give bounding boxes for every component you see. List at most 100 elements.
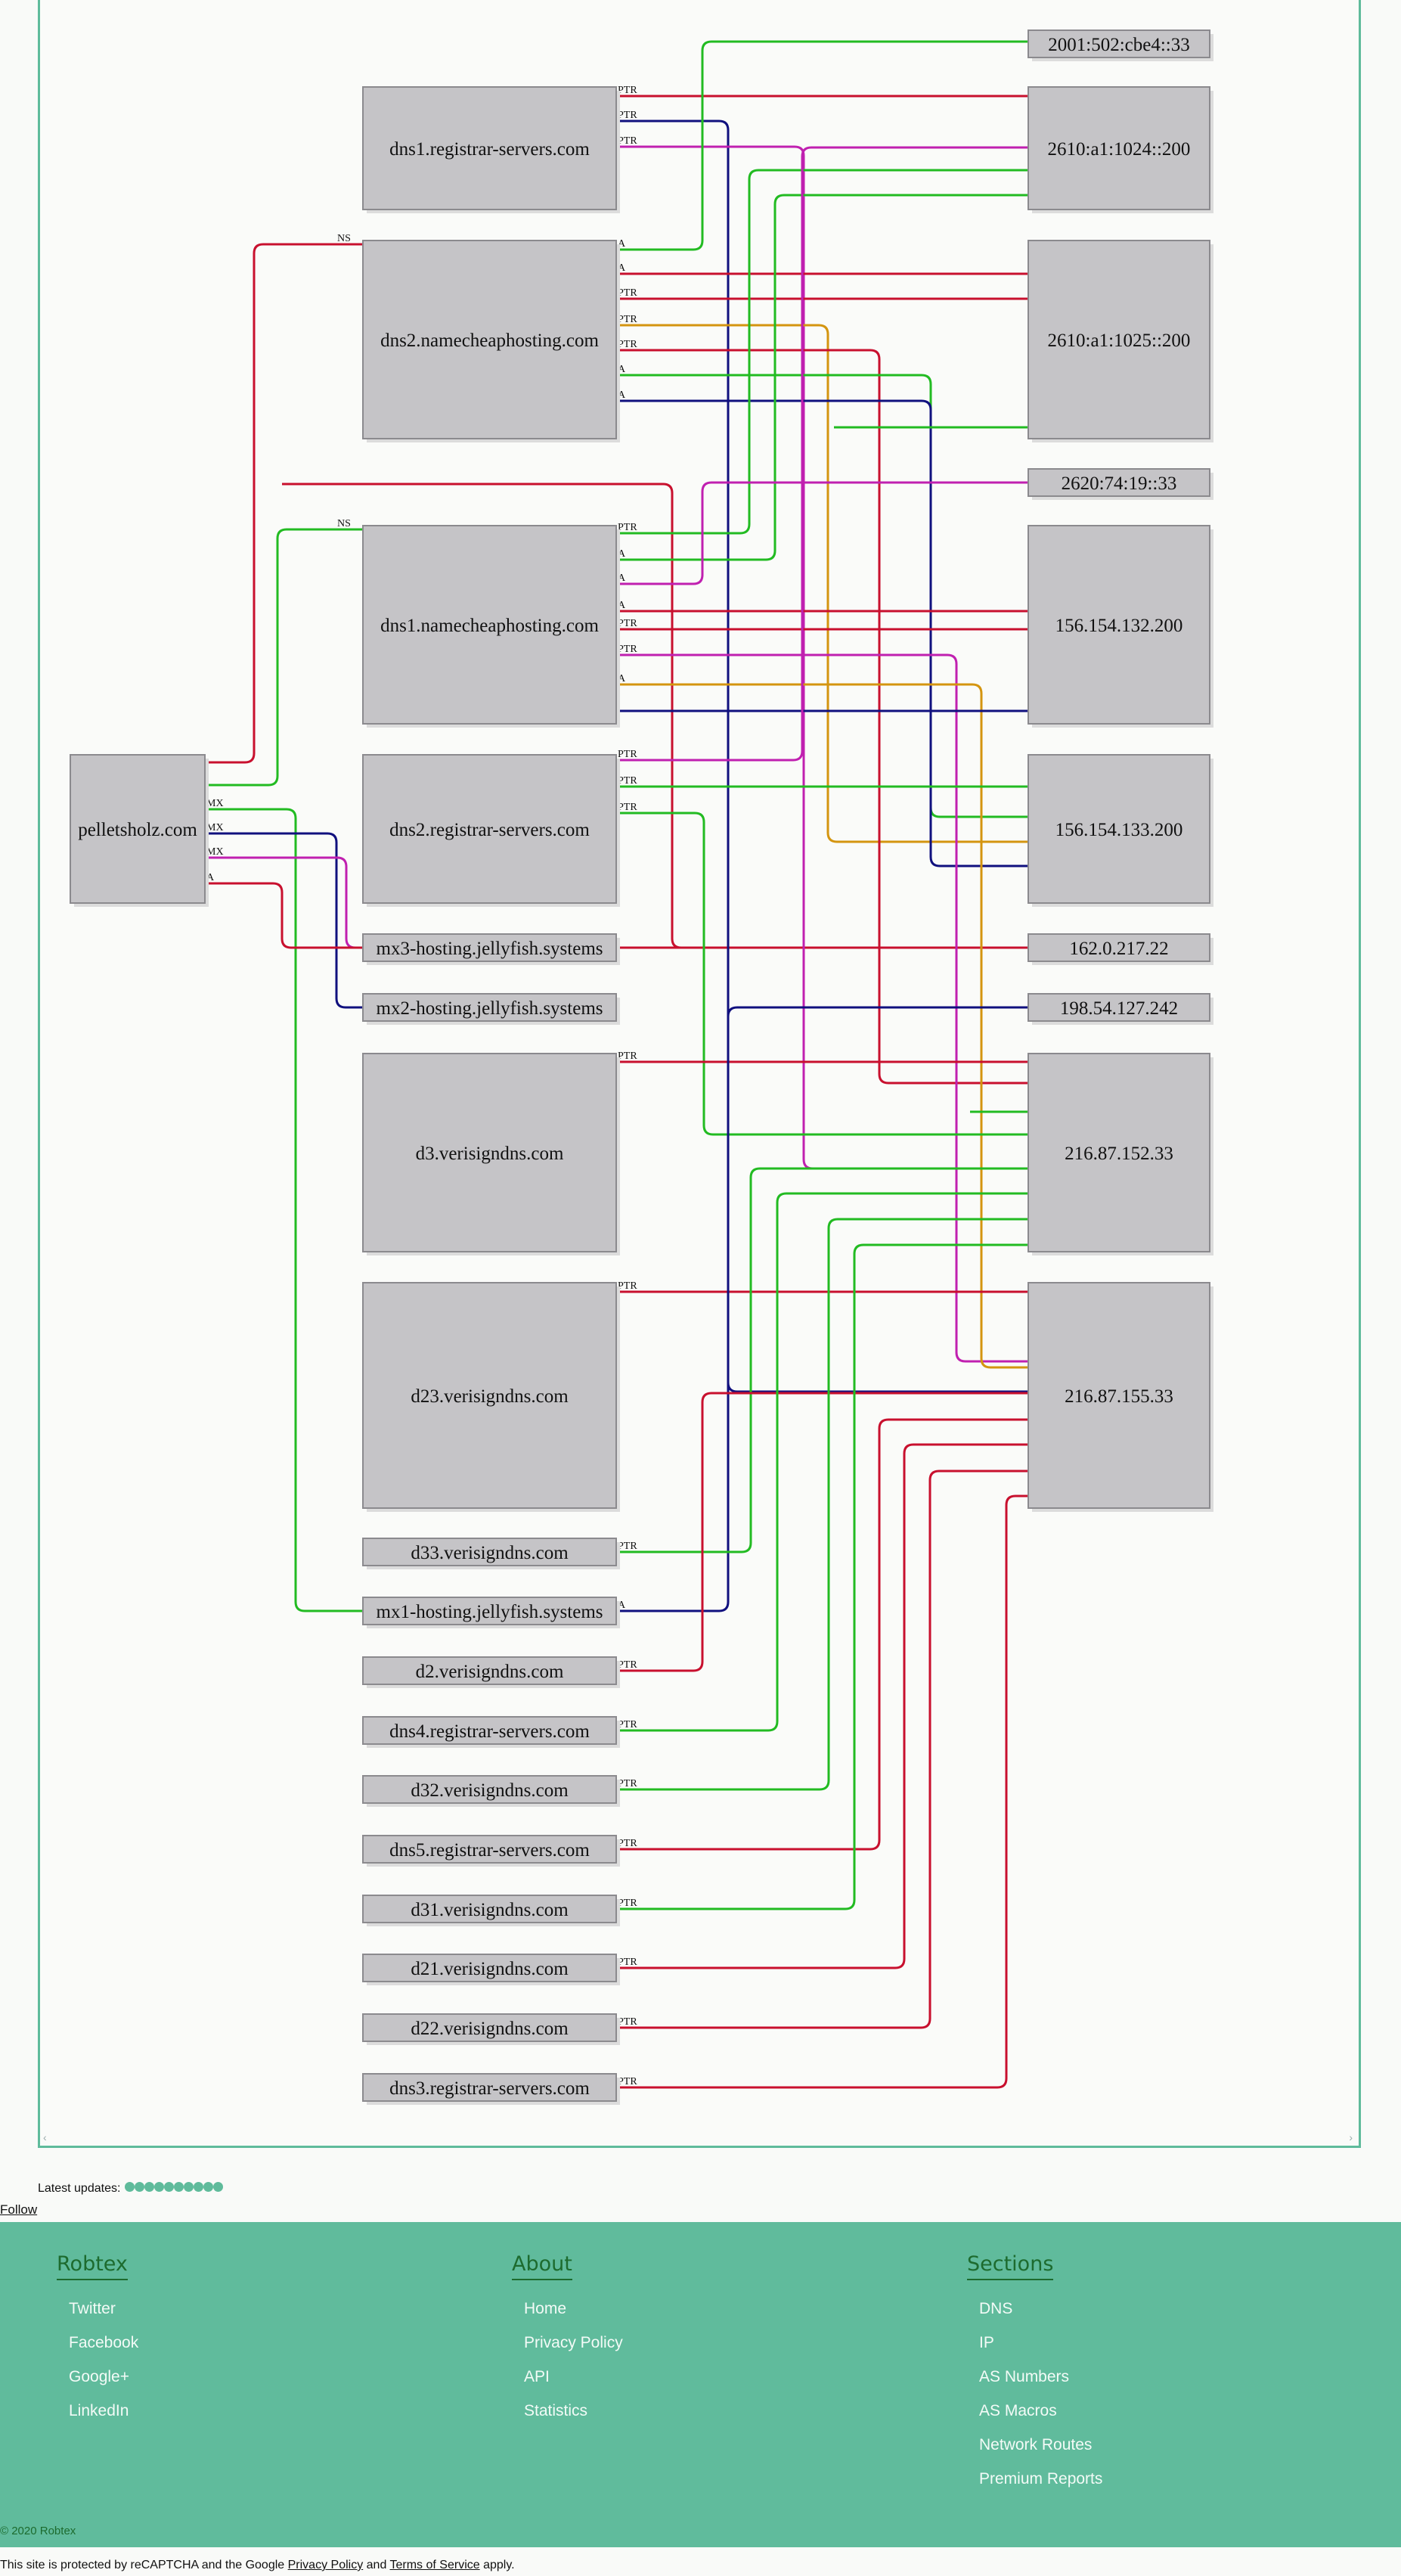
graph-edge[interactable]: PTR	[616, 110, 1028, 1393]
footer-link-network-routes[interactable]: Network Routes	[979, 2436, 1093, 2453]
graph-node[interactable]: mx2-hosting.jellyfish.systems	[362, 993, 620, 1025]
graph-edge[interactable]: PTR	[616, 1192, 1028, 1732]
graph-node[interactable]: dns4.registrar-servers.com	[362, 1716, 620, 1748]
update-dot[interactable]	[125, 2182, 135, 2192]
graph-edge[interactable]: PTR	[616, 1218, 1028, 1791]
graph-node[interactable]: d32.verisigndns.com	[362, 1775, 620, 1807]
update-dot[interactable]	[203, 2182, 214, 2192]
graph-edge[interactable]: A	[205, 872, 1028, 949]
graph-edge[interactable]: NS	[205, 518, 363, 787]
privacy-policy-link[interactable]: Privacy Policy	[287, 2559, 364, 2571]
graph-edge[interactable]: PTR	[616, 169, 1028, 535]
graph-node[interactable]: dns3.registrar-servers.com	[362, 2073, 620, 2105]
graph-edge[interactable]: A	[616, 1006, 1028, 1612]
graph-node[interactable]: d33.verisigndns.com	[362, 1538, 620, 1569]
graph-node[interactable]: dns5.registrar-servers.com	[362, 1835, 620, 1867]
footer-link-privacy[interactable]: Privacy Policy	[524, 2334, 623, 2351]
update-dot[interactable]	[135, 2182, 145, 2192]
update-dot[interactable]	[213, 2182, 224, 2192]
terms-of-service-link[interactable]: Terms of Service	[389, 2559, 480, 2571]
graph-edge[interactable]: PTR	[616, 135, 1028, 1170]
graph-edge[interactable]: PTR	[616, 85, 1028, 98]
footer-link-ip[interactable]: IP	[979, 2334, 994, 2351]
graph-node[interactable]: d3.verisigndns.com	[362, 1053, 620, 1255]
graph-edge[interactable]: PTR	[616, 1443, 1028, 1969]
graph-edge[interactable]: PTR	[616, 1494, 1028, 2089]
graph-edge[interactable]: PTR	[616, 618, 1028, 631]
graph-node[interactable]: dns1.registrar-servers.com	[362, 86, 620, 213]
graph-edge[interactable]: PTR	[616, 1280, 1028, 1293]
graph-edge[interactable]: PTR	[616, 644, 1028, 1363]
graph-node[interactable]: 2610:a1:1025::200	[1028, 240, 1213, 442]
graph-edge[interactable]: A	[616, 600, 1028, 613]
graph-edge[interactable]: A	[616, 40, 1028, 251]
graph-edge[interactable]: PTR	[616, 339, 1028, 1085]
graph-node[interactable]: mx3-hosting.jellyfish.systems	[362, 933, 620, 965]
footer-link-googleplus[interactable]: Google+	[69, 2368, 129, 2385]
footer-link-statistics[interactable]: Statistics	[524, 2402, 588, 2419]
graph-edge[interactable]: PTR	[616, 146, 1028, 762]
graph-node[interactable]: 2620:74:19::33	[1028, 468, 1213, 500]
graph-edge[interactable]: MX	[205, 846, 363, 949]
graph-node[interactable]: d22.verisigndns.com	[362, 2013, 620, 2045]
dns-graph[interactable]: NSNSMXMXMXAPTRPTRPTRAAPTRPTRPTRAAPTRAAAP…	[40, 0, 1359, 2145]
graph-node[interactable]: 156.154.133.200	[1028, 754, 1213, 907]
graph-edge[interactable]: PTR	[616, 1243, 1028, 1910]
update-dot[interactable]	[164, 2182, 175, 2192]
graph-edge[interactable]: PTR	[616, 775, 1028, 788]
graph-node[interactable]: d21.verisigndns.com	[362, 1954, 620, 1985]
graph-node[interactable]: dns2.registrar-servers.com	[362, 754, 620, 907]
graph-node[interactable]: 2610:a1:1024::200	[1028, 86, 1213, 213]
graph-edge[interactable]: PTR	[616, 314, 1028, 843]
graph-node[interactable]: 198.54.127.242	[1028, 993, 1213, 1025]
graph-edge[interactable]: PTR	[616, 1470, 1028, 2029]
graph-edge[interactable]: PTR	[616, 1392, 1028, 1672]
graph-edge[interactable]: PTR	[616, 287, 1028, 300]
graph-node[interactable]: 162.0.217.22	[1028, 933, 1213, 965]
graph-edge[interactable]: PTR	[616, 802, 1028, 1136]
graph-node[interactable]: mx1-hosting.jellyfish.systems	[362, 1597, 620, 1628]
footer-link-linkedin[interactable]: LinkedIn	[69, 2402, 129, 2419]
graph-edge[interactable]: PTR	[616, 1051, 1028, 1063]
update-dot[interactable]	[174, 2182, 184, 2192]
graph-node[interactable]: 216.87.152.33	[1028, 1053, 1213, 1255]
graph-node[interactable]: 2001:502:cbe4::33	[1028, 29, 1213, 61]
graph-edge[interactable]: A	[616, 390, 1028, 867]
graph-node[interactable]: 156.154.132.200	[1028, 525, 1213, 728]
footer-link-twitter[interactable]: Twitter	[69, 2300, 116, 2317]
graph-edge[interactable]: A	[616, 481, 1028, 585]
graph-node[interactable]: d2.verisigndns.com	[362, 1656, 620, 1688]
update-dot[interactable]	[144, 2182, 155, 2192]
footer-link-as-numbers[interactable]: AS Numbers	[979, 2368, 1070, 2385]
graph-edge[interactable]: A	[616, 364, 1028, 818]
graph-node[interactable]: d31.verisigndns.com	[362, 1895, 620, 1926]
graph-node[interactable]: dns2.namecheaphosting.com	[362, 240, 620, 442]
footer-link-api[interactable]: API	[524, 2368, 550, 2385]
graph-edge[interactable]	[282, 483, 1028, 949]
graph-edge[interactable]: NS	[205, 233, 363, 764]
update-dot[interactable]	[154, 2182, 165, 2192]
graph-node[interactable]: dns1.namecheaphosting.com	[362, 525, 620, 728]
graph-node[interactable]: d23.verisigndns.com	[362, 1282, 620, 1512]
follow-link[interactable]: Follow	[0, 2202, 38, 2217]
footer-link-facebook[interactable]: Facebook	[69, 2334, 139, 2351]
graph-node[interactable]: pelletsholz.com	[70, 754, 209, 907]
graph-edge[interactable]: PTR	[616, 1167, 1028, 1553]
graph-node[interactable]: 216.87.155.33	[1028, 1282, 1213, 1512]
update-dot[interactable]	[184, 2182, 194, 2192]
footer-link-home[interactable]: Home	[524, 2300, 567, 2317]
graph-edge[interactable]: A	[616, 194, 1028, 561]
footer-link-dns[interactable]: DNS	[979, 2300, 1013, 2317]
update-dot[interactable]	[194, 2182, 204, 2192]
graph-edge[interactable]: A	[616, 262, 1028, 275]
scroll-right-icon[interactable]: ›	[1349, 2131, 1353, 2143]
footer-link-as-macros[interactable]: AS Macros	[979, 2402, 1057, 2419]
graph-edge[interactable]: PTR	[616, 1418, 1028, 1851]
update-dots[interactable]	[125, 2182, 224, 2196]
graph-edge[interactable]: A	[616, 673, 1028, 1369]
graph-edge[interactable]: MX	[205, 798, 363, 1612]
graph-edge[interactable]: MX	[205, 822, 363, 1009]
scroll-left-icon[interactable]: ‹	[43, 2131, 47, 2143]
footer-link-premium-reports[interactable]: Premium Reports	[979, 2470, 1103, 2488]
